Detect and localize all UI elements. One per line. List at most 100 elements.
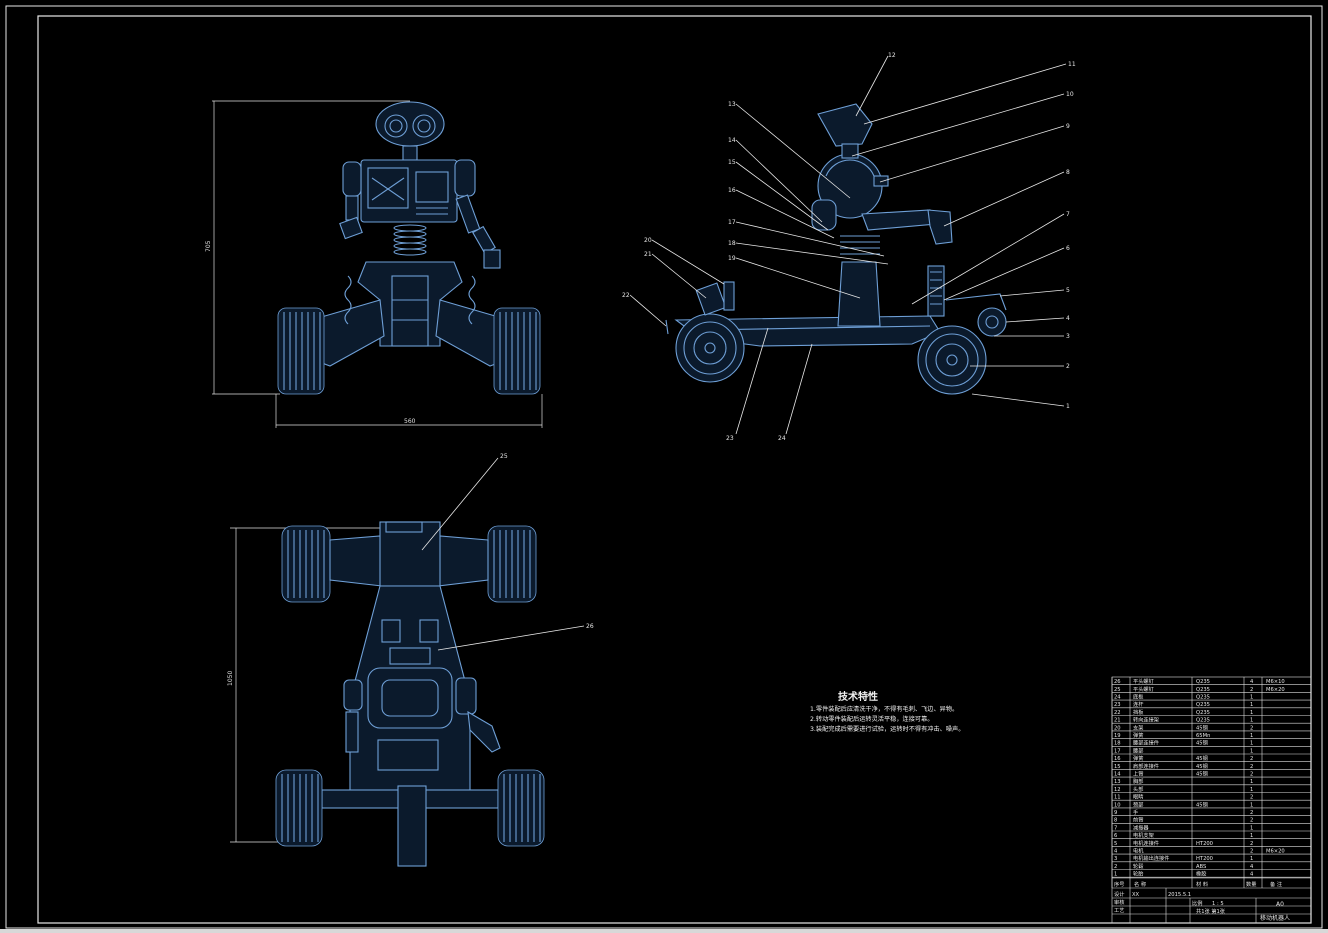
bom-cell-qty: 2 (1250, 849, 1253, 855)
bom-cell-name: 减振器 (1133, 823, 1149, 831)
balloon-26: 26 (586, 623, 594, 630)
balloon-22: 22 (622, 292, 630, 299)
front-height-dim: 705 (205, 240, 212, 252)
inner-frame (37, 15, 1312, 924)
bom-cell-name: 轮胎 (1133, 870, 1144, 878)
bom-cell-name: 弹簧 (1133, 754, 1143, 762)
bom-cell-qty: 2 (1250, 687, 1253, 693)
balloon-5: 5 (1066, 287, 1070, 294)
bom-cell-name: 眼睛 (1133, 793, 1143, 801)
bom-cell-no: 6 (1114, 833, 1117, 839)
balloon-19: 19 (728, 255, 736, 262)
balloon-25: 25 (500, 453, 508, 460)
bom-cell-qty: 2 (1250, 756, 1253, 762)
bom-cell-material: Q235 (1196, 702, 1210, 708)
bom-cell-material: ABS (1196, 864, 1206, 870)
bom-cell-name: 支架 (1133, 723, 1143, 731)
bom-cell-qty: 1 (1250, 718, 1253, 724)
bom-cell-name: 电机支架 (1133, 831, 1154, 839)
balloon-10: 10 (1066, 91, 1074, 98)
balloon-8: 8 (1066, 169, 1070, 176)
bom-cell-name: 电机连接件 (1133, 839, 1159, 847)
bom-header-qty: 数量 (1246, 880, 1256, 888)
front-width-dim: 560 (404, 418, 416, 425)
outer-frame (5, 5, 1323, 929)
bom-cell-name: 腰部连接件 (1133, 739, 1159, 747)
bom-row: 11 眼睛 2 (1112, 793, 1311, 801)
balloon-14: 14 (728, 137, 736, 144)
process-label: 工艺 (1114, 907, 1124, 914)
bom-cell-material: HT200 (1196, 841, 1213, 847)
drawing-name: 移动机器人 (1260, 914, 1290, 922)
bom-cell-qty: 2 (1250, 841, 1253, 847)
status-bar (0, 929, 1328, 933)
side-view-callouts: 1 2 3 4 5 6 7 8 9 10 11 12 13 1 (622, 52, 1076, 442)
bom-cell-qty: 1 (1250, 856, 1253, 862)
check-label: 审核 (1114, 898, 1124, 906)
balloon-15: 15 (728, 159, 736, 166)
bom-cell-no: 12 (1114, 787, 1121, 793)
balloon-21: 21 (644, 251, 652, 258)
balloon-2: 2 (1066, 363, 1070, 370)
bom-cell-name: 前臂 (1133, 816, 1143, 824)
balloon-6: 6 (1066, 245, 1070, 252)
side-front-wheel (917, 325, 987, 395)
bom-cell-no: 21 (1114, 718, 1121, 724)
bom-cell-no: 2 (1114, 864, 1117, 870)
bom-cell-no: 10 (1114, 802, 1121, 808)
bom-cell-name: 轮毂 (1133, 862, 1143, 870)
balloon-1: 1 (1066, 403, 1070, 410)
bom-cell-no: 4 (1114, 849, 1118, 855)
front-right-wheel (493, 307, 541, 395)
bom-cell-qty: 2 (1250, 764, 1253, 770)
bom-cell-qty: 1 (1250, 695, 1253, 701)
bom-cell-material: 45钢 (1196, 723, 1208, 731)
bom-cell-qty: 1 (1250, 779, 1253, 785)
balloon-24: 24 (778, 435, 786, 442)
bom-cell-qty: 1 (1250, 825, 1253, 831)
bom-cell-qty: 2 (1250, 795, 1253, 801)
technical-note-1: 1.零件装配后应清洗干净，不得有毛刺、飞边、异物。 (810, 705, 958, 713)
bom-cell-name: 平头螺钉 (1133, 685, 1154, 693)
bom-cell-material: 45钢 (1196, 762, 1208, 770)
balloon-12: 12 (888, 52, 896, 59)
side-view: 1 2 3 4 5 6 7 8 9 10 11 12 13 1 (622, 52, 1076, 442)
balloon-11: 11 (1068, 61, 1076, 68)
bom-header-name: 名 称 (1134, 880, 1146, 888)
bom-cell-no: 11 (1114, 795, 1121, 801)
bom-cell-no: 18 (1114, 741, 1121, 747)
bom-cell-qty: 2 (1250, 725, 1253, 731)
balloon-4: 4 (1066, 315, 1070, 322)
bom-cell-qty: 4 (1250, 679, 1254, 685)
bom-cell-no: 14 (1114, 772, 1121, 778)
bom-cell-name: 胸部 (1133, 777, 1143, 785)
title-info: 设计 XX 2015.5.1 审核 工艺 比例 1 : 5 共1张 第1张 A0… (1112, 888, 1311, 923)
technical-note-3: 3.装配完成后需要进行试验，运转时不得有冲击、噪声。 (810, 725, 964, 733)
balloon-17: 17 (728, 219, 736, 226)
balloon-16: 16 (728, 187, 736, 194)
bom-cell-no: 16 (1114, 756, 1121, 762)
balloon-3: 3 (1066, 333, 1070, 340)
bom-cell-no: 3 (1114, 856, 1117, 862)
date-value: 2015.5.1 (1168, 892, 1191, 898)
bom-cell-qty: 4 (1250, 872, 1254, 878)
technical-notes: 技术特性 1.零件装配后应清洗干净，不得有毛刺、飞边、异物。 2.转动零件装配后… (810, 690, 964, 733)
bom-cell-qty: 1 (1250, 802, 1253, 808)
bom-cell-name: 肩部连接件 (1133, 762, 1159, 770)
side-rear-wheel (675, 313, 745, 383)
bom-cell-qty: 4 (1250, 864, 1254, 870)
